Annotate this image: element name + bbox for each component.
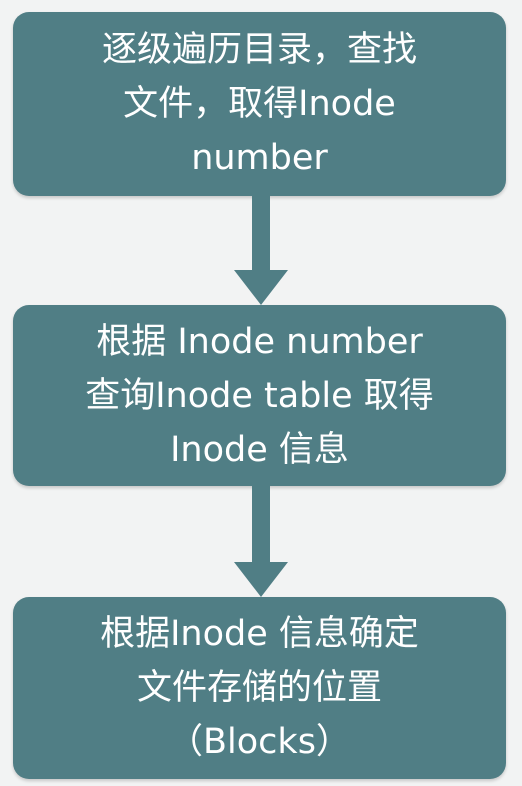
arrow-down-icon (233, 486, 289, 597)
step-text: 逐级遍历目录，查找 文件，取得Inode number (101, 30, 417, 178)
step-text: 根据 Inode number 查询Inode table 取得 Inode 信… (85, 321, 434, 470)
arrow-down-icon (233, 196, 289, 305)
step-box-locate-blocks: 根据Inode 信息确定 文件存储的位置 （Blocks） (13, 597, 506, 779)
step-box-traverse-directory: 逐级遍历目录，查找 文件，取得Inode number (13, 12, 506, 196)
step-box-query-inode-table: 根据 Inode number 查询Inode table 取得 Inode 信… (13, 305, 506, 486)
step-text: 根据Inode 信息确定 文件存储的位置 （Blocks） (100, 614, 419, 762)
